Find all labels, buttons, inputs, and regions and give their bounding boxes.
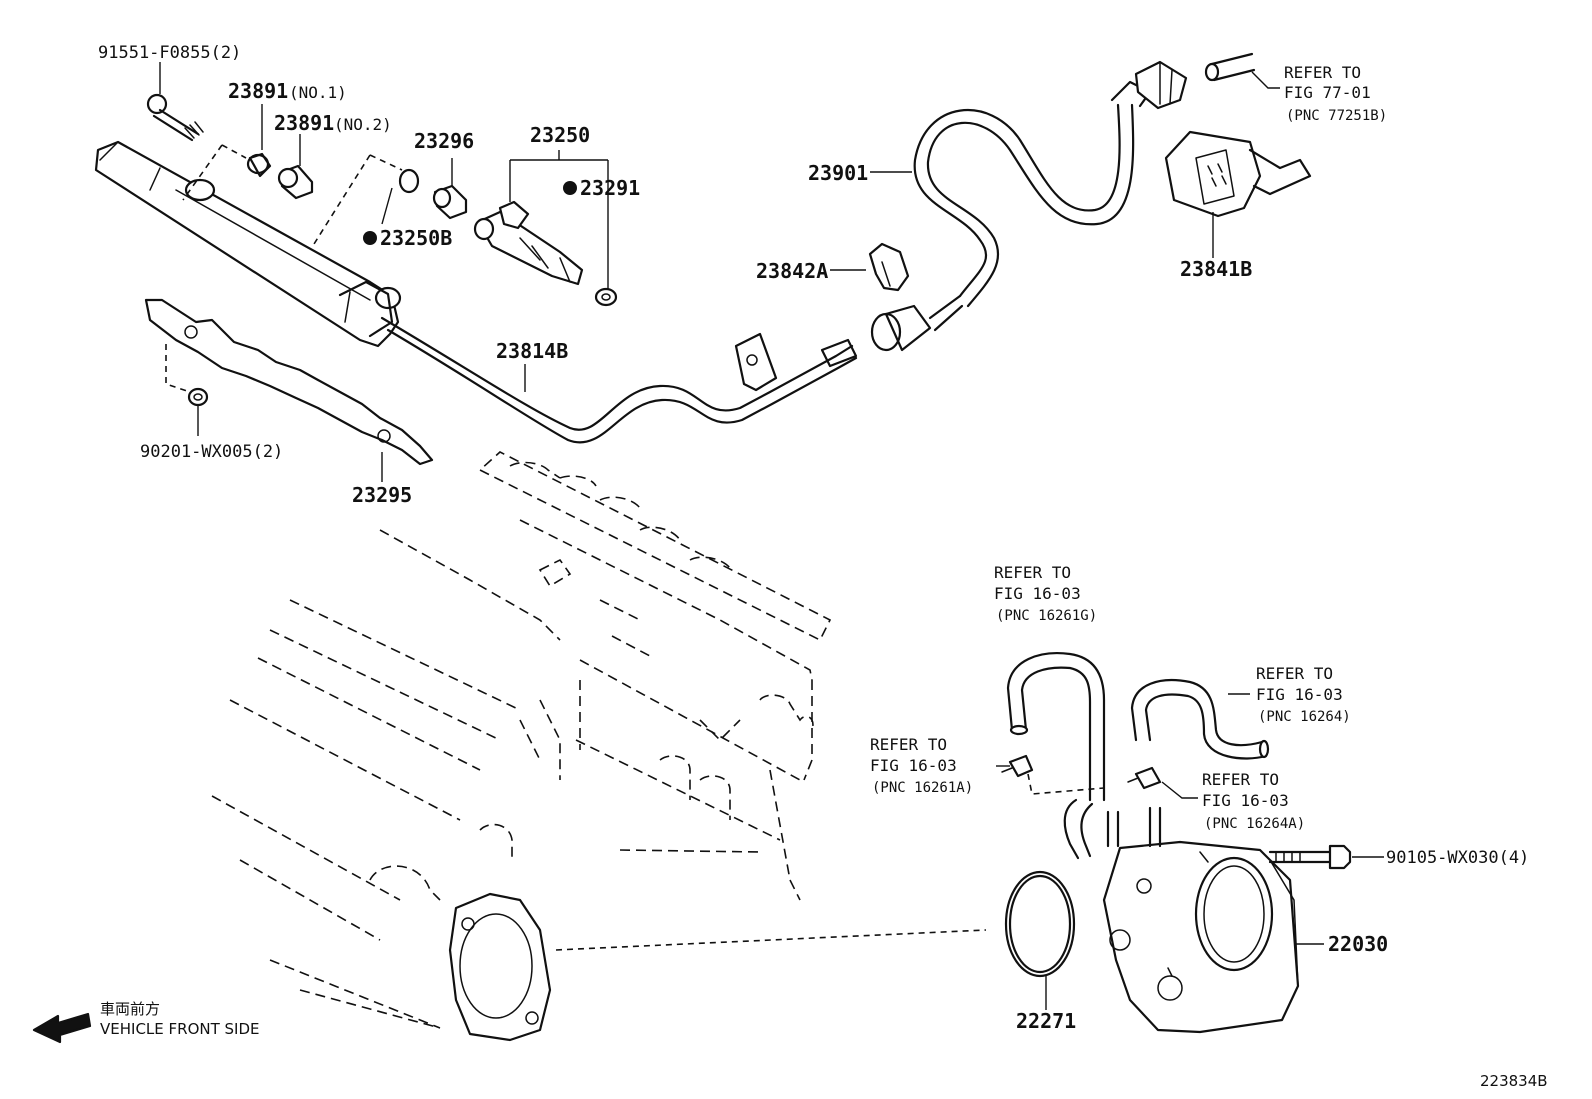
fuel-delivery-pipe <box>94 140 402 348</box>
insulator-no1 <box>246 152 272 178</box>
fuel-tube-23814b <box>380 316 858 444</box>
gasket-22271 <box>1004 870 1076 978</box>
ref-16261a-line3: (PNC 16261A) <box>872 780 973 796</box>
connector-23841b <box>1164 130 1312 218</box>
label-23842a: 23842A <box>756 259 828 283</box>
label-23891-no1-note: (NO.1) <box>289 83 347 102</box>
ref-16261a-line1: REFER TO <box>870 735 947 754</box>
gasket-90201 <box>187 387 209 407</box>
label-23291: 23291 <box>580 176 640 200</box>
vehicle-front-arrow <box>32 1012 92 1044</box>
front-side-en: VEHICLE FRONT SIDE <box>100 1020 260 1038</box>
rail-bolt <box>146 93 204 142</box>
ref-77-01-line3: (PNC 77251B) <box>1286 108 1387 124</box>
water-hose-16264 <box>1130 678 1270 760</box>
ref-16264-line3: (PNC 16264) <box>1258 709 1351 725</box>
hose-clamp-16264a <box>1127 766 1162 790</box>
label-23814b: 23814B <box>496 339 568 363</box>
label-23891-no1: 23891 <box>228 79 288 103</box>
injector-plate-23295 <box>144 298 434 466</box>
label-23295: 23295 <box>352 483 412 507</box>
label-23250b: 23250B <box>380 226 452 250</box>
label-23250: 23250 <box>530 123 590 147</box>
label-23891-no2-note: (NO.2) <box>334 115 392 134</box>
ref-16261g-line3: (PNC 16261G) <box>996 608 1097 624</box>
engine-head-outline <box>379 451 832 901</box>
ref-16264-line1: REFER TO <box>1256 664 1333 683</box>
intake-manifold-outline <box>211 599 561 1029</box>
filled-circle-marker <box>563 181 577 195</box>
label-91551: 91551-F0855(2) <box>98 43 241 63</box>
throttle-body-22030 <box>1102 806 1300 1034</box>
refer-77-01-pipe <box>1204 52 1256 82</box>
label-23901: 23901 <box>808 161 868 185</box>
seal-23291 <box>594 287 618 307</box>
label-23891-no2: 23891 <box>274 111 334 135</box>
ref-16261g-line1: REFER TO <box>994 563 1071 582</box>
filled-circle-marker <box>363 231 377 245</box>
ref-16264-line2: FIG 16-03 <box>1256 685 1343 704</box>
bolt-90105 <box>1268 844 1352 870</box>
ref-16264a-line1: REFER TO <box>1202 770 1279 789</box>
drawing-id: 223834B <box>1480 1072 1548 1090</box>
water-hose-16261g <box>1006 652 1106 802</box>
clamp-23842a <box>868 242 910 292</box>
manifold-throttle-flange <box>448 892 552 1042</box>
ref-16264a-line2: FIG 16-03 <box>1202 791 1289 810</box>
front-side-jp: 車両前方 <box>100 1000 160 1018</box>
ref-77-01-line1: REFER TO <box>1284 63 1361 82</box>
hose-clamp-16261a <box>1001 754 1034 778</box>
label-23841b: 23841B <box>1180 257 1252 281</box>
fuel-injector <box>473 200 584 286</box>
fuel-hose-23901 <box>913 60 1188 308</box>
ref-16264a-line3: (PNC 16264A) <box>1204 816 1305 832</box>
water-hose-lower <box>1063 798 1094 860</box>
label-22271: 22271 <box>1016 1009 1076 1033</box>
ref-16261a-line2: FIG 16-03 <box>870 756 957 775</box>
ref-77-01-line2: FIG 77-01 <box>1284 83 1371 102</box>
oring-23250b <box>398 168 420 194</box>
quick-connector <box>870 294 964 352</box>
label-90105: 90105-WX030(4) <box>1386 848 1529 868</box>
label-23296: 23296 <box>414 129 474 153</box>
label-22030: 22030 <box>1328 932 1388 956</box>
insulator-no2 <box>277 164 314 200</box>
label-90201: 90201-WX005(2) <box>140 442 283 462</box>
ref-16261g-line2: FIG 16-03 <box>994 584 1081 603</box>
injector-cushion <box>432 184 468 220</box>
